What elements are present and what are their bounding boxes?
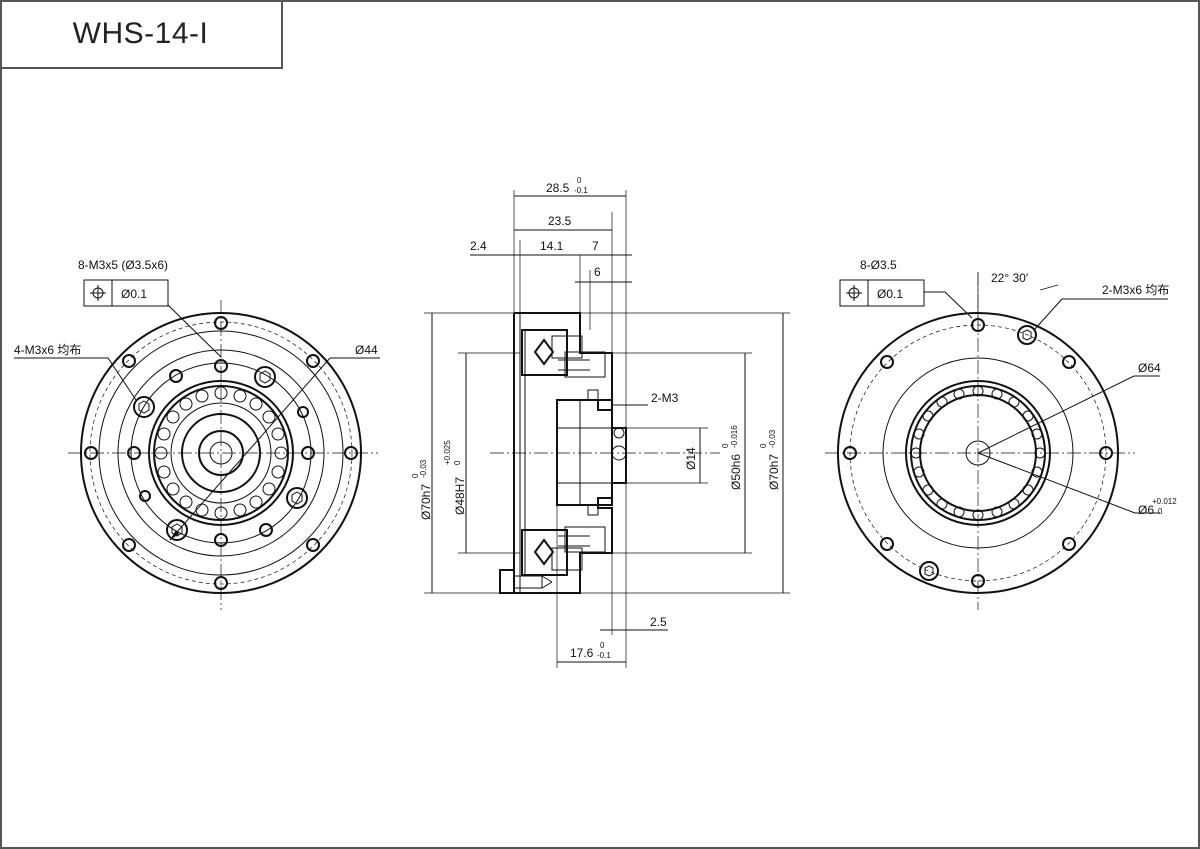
title-block: WHS-14-I	[0, 0, 283, 69]
left-inner-holes	[127, 359, 315, 547]
section-diameter-dimensions: Ø70h7 0 -0.03 Ø48H7 +0.025 0 Ø14 Ø50h6 0…	[411, 312, 790, 594]
dim-7: 7	[592, 239, 599, 253]
svg-text:-0.1: -0.1	[574, 186, 588, 195]
right-position-tolerance-frame	[839, 279, 925, 307]
right-annotations: 8-Ø3.5 Ø0.1 22° 30′ 2-M3x6 均布 Ø64 Ø6 +0.…	[839, 258, 1177, 517]
right-angle: 22° 30′	[991, 271, 1029, 285]
section-top-dimensions: 28.5 0 -0.1 23.5 2.4 14.1 7 6	[470, 176, 632, 428]
dim-70h7-left: Ø70h7	[419, 484, 433, 520]
left-outer-holes	[84, 316, 358, 590]
dim-50h6: Ø50h6	[729, 454, 743, 490]
left-front-view	[14, 284, 380, 610]
right-socket-screws	[919, 325, 1037, 581]
section-bottom-dimensions: 2-M3 2.5 17.6 0 -0.1	[556, 391, 679, 668]
dim-14: Ø14	[684, 447, 698, 470]
dim-48H7: Ø48H7	[453, 477, 467, 515]
thread-2m3: 2-M3	[651, 391, 679, 405]
svg-text:0: 0	[411, 473, 420, 478]
dim-70h7-right: Ø70h7	[767, 454, 781, 490]
dim-6: 6	[594, 265, 601, 279]
left-position-tolerance-frame	[83, 279, 169, 307]
dim-2-5: 2.5	[650, 615, 667, 629]
left-holes-note: 8-M3x5 (Ø3.5x6)	[78, 258, 168, 272]
right-holes-note: 8-Ø3.5	[860, 258, 897, 272]
svg-text:0: 0	[1158, 507, 1163, 516]
right-outer-holes	[843, 318, 1113, 588]
left-threads-note: 4-M3x6 均布	[14, 343, 81, 357]
model-title: WHS-14-I	[72, 16, 209, 50]
dim-23-5: 23.5	[548, 214, 572, 228]
dim-17-6: 17.6	[570, 646, 594, 660]
dim-2-4: 2.4	[470, 239, 487, 253]
left-diameter: Ø44	[355, 343, 378, 357]
svg-text:+0.012: +0.012	[1152, 497, 1177, 506]
left-socket-screws	[133, 366, 308, 541]
dim-overall-length: 28.5	[546, 181, 570, 195]
svg-text:-0.1: -0.1	[597, 651, 611, 660]
left-position-tolerance: Ø0.1	[121, 287, 147, 301]
svg-text:0: 0	[577, 176, 582, 185]
right-threads-note: 2-M3x6 均布	[1102, 283, 1169, 297]
svg-text:0: 0	[600, 641, 605, 650]
right-position-tolerance: Ø0.1	[877, 287, 903, 301]
position-tolerance-icon	[846, 285, 862, 301]
right-bearing-balls	[910, 385, 1046, 521]
position-tolerance-icon	[90, 285, 106, 301]
svg-text:-0.016: -0.016	[730, 425, 739, 448]
svg-text:0: 0	[453, 460, 462, 465]
svg-text:0: 0	[759, 443, 768, 448]
right-bore: Ø6	[1138, 503, 1154, 517]
left-annotations: 8-M3x5 (Ø3.5x6) Ø0.1 4-M3x6 均布 Ø44	[14, 258, 378, 357]
dim-14-1: 14.1	[540, 239, 564, 253]
svg-text:-0.03: -0.03	[419, 459, 428, 478]
right-diameter: Ø64	[1138, 361, 1161, 375]
svg-text:+0.025: +0.025	[443, 440, 452, 465]
svg-text:0: 0	[721, 443, 730, 448]
svg-text:-0.03: -0.03	[768, 429, 777, 448]
right-rear-view	[825, 272, 1168, 610]
